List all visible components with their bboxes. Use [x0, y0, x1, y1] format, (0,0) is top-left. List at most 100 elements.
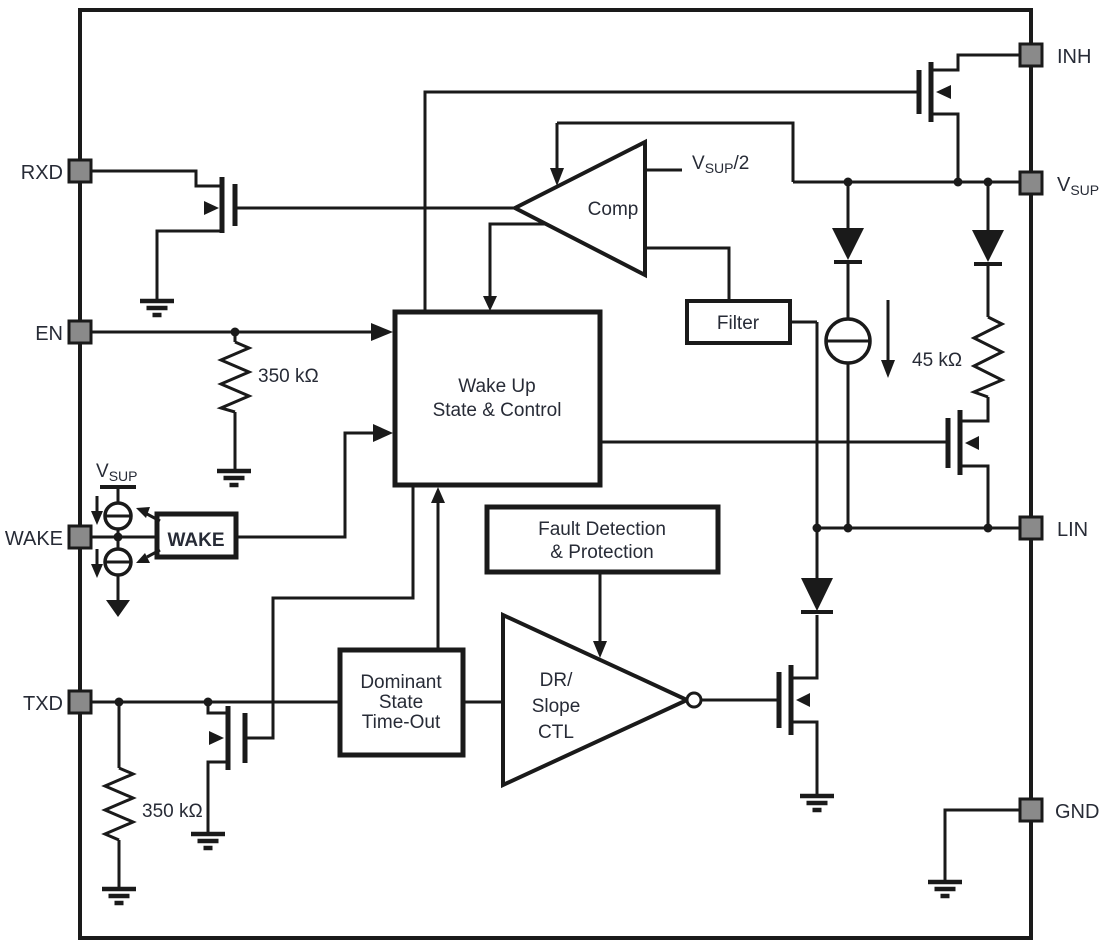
- comparator-label: Comp: [588, 199, 639, 220]
- pin-label-txd: TXD: [23, 693, 63, 715]
- lin-to-filter-wire: [790, 320, 819, 528]
- wake-block-label: WAKE: [168, 530, 225, 551]
- en-pulldown-resistor: [216, 340, 253, 414]
- rxd-output-stage: [90, 169, 515, 318]
- dominant-label-3: Time-Out: [362, 712, 441, 733]
- driver-triangle: [501, 611, 692, 789]
- wake-detector-block: [154, 511, 239, 560]
- pin-pad-lin: [1018, 515, 1044, 541]
- current-sink-arrow: [106, 600, 130, 617]
- filter-stage: Filter: [685, 299, 819, 528]
- ground-symbol: [800, 793, 834, 813]
- pin-pad-inh: [1018, 42, 1044, 68]
- driver-mosfet-arrow: [796, 693, 810, 707]
- pin-gnd: GND: [1018, 797, 1099, 823]
- supply-rails: [793, 177, 1020, 899]
- inh-gate-wire: [423, 90, 917, 312]
- pin-pad-rxd: [67, 158, 93, 184]
- fault-label-1: Fault Detection: [538, 519, 666, 540]
- fault-label-2: & Protection: [550, 542, 654, 563]
- pullup-mosfet-arrow: [965, 436, 979, 450]
- timeout-arrow: [431, 487, 445, 503]
- pin-vsup: VSUP: [1018, 170, 1099, 198]
- wake-ctl-arrow-lower: [136, 553, 150, 563]
- wake-arrow: [373, 424, 393, 442]
- en-resistor-value: 350 kΩ: [258, 366, 319, 387]
- comparator-triangle: [510, 138, 647, 279]
- txd-gate-wire: [249, 485, 415, 740]
- current-direction-arrow: [881, 360, 895, 378]
- wakeup-block: [392, 309, 603, 488]
- vsup-ref-label: VSUP: [96, 461, 137, 484]
- receiver-comparator: Comp VSUP/2: [483, 121, 795, 311]
- pin-label-lin: LIN: [1057, 519, 1088, 541]
- drslope-label-2: Slope: [532, 696, 581, 717]
- pin-label-wake: WAKE: [5, 528, 63, 550]
- fault-arrow: [593, 641, 607, 658]
- pin-rxd: RXD: [21, 158, 93, 184]
- wake-input: WAKE VSUP: [90, 424, 393, 617]
- pin-label-en: EN: [35, 323, 63, 345]
- current-source-diode: [832, 228, 864, 260]
- pullup-resistor-value: 45 kΩ: [912, 350, 962, 371]
- pin-en: EN: [35, 319, 93, 345]
- pullup-diode: [972, 230, 1004, 262]
- en-arrow: [371, 323, 393, 341]
- fault-block: [484, 504, 721, 575]
- vsup-half-label: VSUP/2: [692, 153, 749, 176]
- comp-top-arrow: [550, 168, 564, 186]
- dominant-label-2: State: [379, 692, 423, 713]
- txd-pulldown-resistor: [101, 766, 137, 842]
- rxd-mosfet-arrow: [204, 201, 219, 215]
- ground-symbol: [217, 468, 251, 488]
- drslope-label-1: DR/: [540, 670, 573, 691]
- pin-txd: TXD: [23, 689, 93, 715]
- pullup-resistor: [969, 315, 1006, 399]
- filter-to-comp-wire: [645, 246, 731, 301]
- driver-diode: [801, 578, 833, 611]
- txd-mosfet-arrow: [209, 731, 224, 745]
- pin-pad-txd: [67, 689, 93, 715]
- en-input: 350 kΩ: [90, 323, 393, 488]
- comp-to-wakeup-arrow: [483, 296, 497, 311]
- pin-lin: LIN: [1018, 515, 1088, 541]
- pin-pad-vsup: [1018, 170, 1044, 196]
- pin-label-inh: INH: [1057, 46, 1091, 68]
- lin-pullup-branch: 45 kΩ: [912, 182, 1006, 528]
- pin-pad-gnd: [1018, 797, 1044, 823]
- txd-input: 350 kΩ: [90, 697, 340, 906]
- wakeup-label-1: Wake Up: [458, 376, 535, 397]
- ground-symbol: [191, 831, 225, 851]
- pin-label-vsup: VSUP: [1057, 174, 1099, 198]
- current-arrow-upper: [91, 511, 103, 525]
- wakeup-label-2: State & Control: [433, 400, 562, 421]
- gnd-wire: [943, 808, 1020, 880]
- fault-detection: Fault Detection & Protection: [484, 504, 721, 658]
- dominant-timeout: Dominant State Time-Out: [337, 647, 503, 758]
- pin-wake: WAKE: [5, 524, 93, 550]
- wakeup-state-control: Wake Up State & Control: [249, 90, 946, 740]
- ground-symbol: [102, 886, 136, 906]
- wake-ctl-arrow-upper: [136, 507, 150, 518]
- current-arrow-lower: [91, 564, 103, 578]
- pin-pad-en: [67, 319, 93, 345]
- pin-label-rxd: RXD: [21, 162, 63, 184]
- pin-inh: INH: [1018, 42, 1091, 68]
- drslope-label-3: CTL: [538, 722, 574, 743]
- lin-driver-stage: [776, 528, 834, 813]
- filter-block: [685, 299, 792, 345]
- chip-outline: [78, 8, 1033, 940]
- pin-label-gnd: GND: [1055, 801, 1099, 823]
- ground-symbol: [140, 298, 174, 318]
- ground-symbol: [928, 879, 962, 899]
- filter-label: Filter: [717, 313, 760, 334]
- lin-current-source-branch: [824, 182, 895, 528]
- comp-to-wakeup-wire: [488, 222, 545, 296]
- inh-mosfet-arrow: [936, 85, 951, 99]
- inverter-bubble: [685, 691, 703, 709]
- dr-slope-ctl: DR/ Slope CTL: [501, 611, 777, 789]
- txd-resistor-value: 350 kΩ: [142, 801, 203, 822]
- pin-pad-wake: [67, 524, 93, 550]
